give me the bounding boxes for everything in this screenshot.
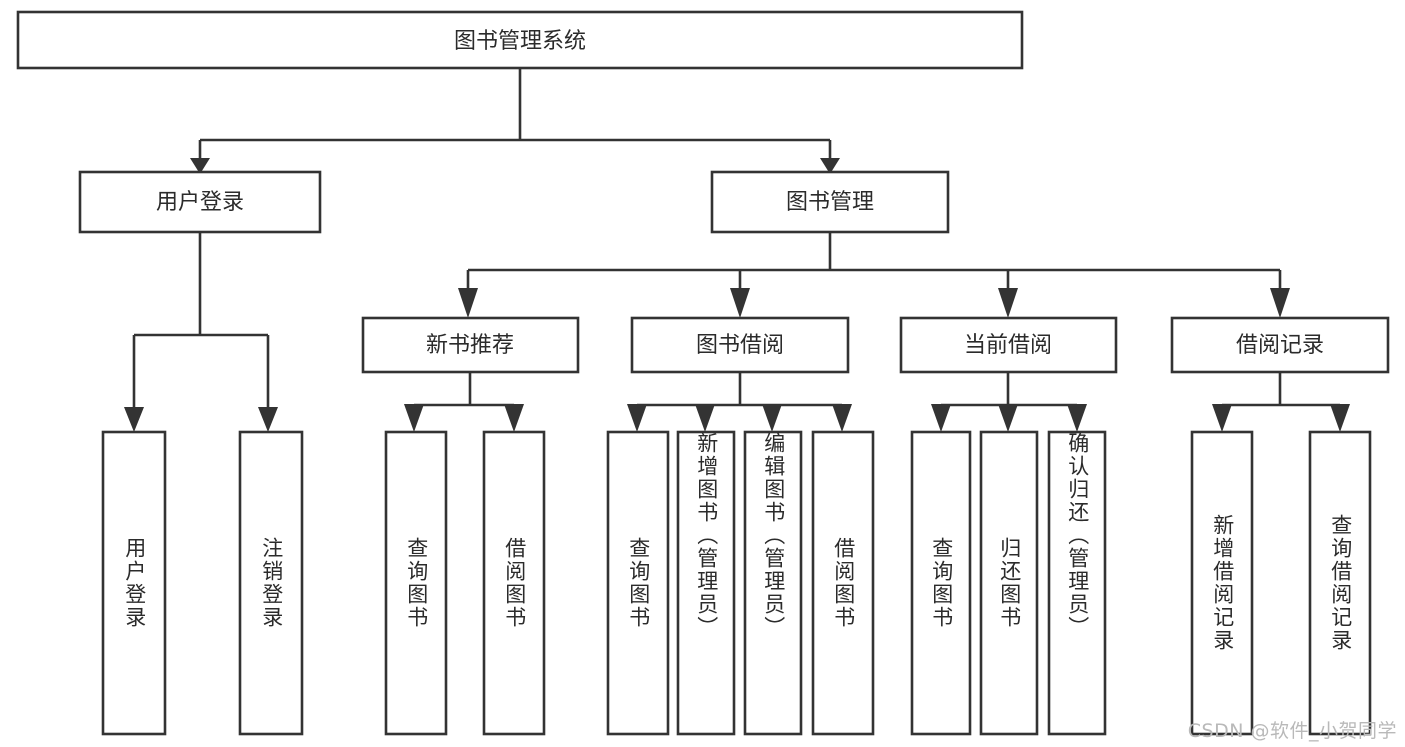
arrow-record-leaf-2 bbox=[1330, 404, 1350, 432]
leaf-box-return-book[interactable] bbox=[979, 430, 1039, 736]
level3-label-new-book-recommendation: 新书推荐 bbox=[426, 333, 514, 358]
leaf-box-query-borrow-record[interactable] bbox=[1308, 430, 1372, 736]
arrow-bookmgmt-child-4 bbox=[1270, 288, 1290, 318]
leaf-box-query-book-newbook[interactable] bbox=[384, 430, 448, 736]
node-root-book-management-system[interactable] bbox=[16, 10, 1024, 70]
arrow-login-leaf-2 bbox=[258, 407, 278, 432]
root-label: 图书管理系统 bbox=[454, 29, 586, 54]
level2-label-user-login: 用户登录 bbox=[156, 190, 244, 215]
node-borrow-record[interactable] bbox=[1170, 316, 1390, 374]
leaf-box-add-book-admin[interactable] bbox=[676, 430, 736, 736]
level3-label-borrow-record: 借阅记录 bbox=[1236, 333, 1324, 358]
level3-label-book-borrow: 图书借阅 bbox=[696, 333, 784, 358]
arrow-bookmgmt-child-1 bbox=[458, 288, 478, 318]
level3-label-current-borrow: 当前借阅 bbox=[964, 333, 1052, 358]
leaf-box-query-book-borrow[interactable] bbox=[606, 430, 670, 736]
arrow-current-leaf-2 bbox=[998, 404, 1018, 432]
arrow-borrow-leaf-2 bbox=[695, 404, 715, 432]
leaf-box-edit-book-admin[interactable] bbox=[743, 430, 803, 736]
arrow-current-leaf-1 bbox=[931, 404, 951, 432]
arrow-newbook-leaf-2 bbox=[504, 404, 524, 432]
arrow-bookmgmt-child-3 bbox=[998, 288, 1018, 318]
arrow-borrow-leaf-3 bbox=[762, 404, 782, 432]
connector-layer bbox=[124, 68, 1350, 432]
leaf-layer bbox=[101, 430, 1372, 736]
node-layer bbox=[16, 10, 1390, 374]
leaf-box-confirm-return-admin[interactable] bbox=[1047, 430, 1107, 736]
leaf-box-borrow-book-borrow[interactable] bbox=[811, 430, 875, 736]
arrow-newbook-leaf-1 bbox=[404, 404, 424, 432]
level2-label-book-management: 图书管理 bbox=[786, 190, 874, 215]
leaf-box-user-login[interactable] bbox=[101, 430, 167, 736]
arrow-borrow-leaf-4 bbox=[832, 404, 852, 432]
arrow-bookmgmt-child-2 bbox=[730, 288, 750, 318]
arrow-root-to-login bbox=[190, 158, 210, 174]
arrow-record-leaf-1 bbox=[1212, 404, 1232, 432]
label-layer: 图书管理系统 用户登录 图书管理 新书推荐 图书借阅 当前借阅 借阅记录 bbox=[156, 29, 1324, 358]
node-current-borrow[interactable] bbox=[899, 316, 1118, 374]
leaf-box-add-borrow-record[interactable] bbox=[1190, 430, 1254, 736]
arrow-borrow-leaf-1 bbox=[627, 404, 647, 432]
leaf-box-logout[interactable] bbox=[238, 430, 304, 736]
arrow-login-leaf-1 bbox=[124, 407, 144, 432]
watermark-text: CSDN @软件_小贺同学 bbox=[1187, 720, 1397, 742]
leaf-box-borrow-book-newbook[interactable] bbox=[482, 430, 546, 736]
node-user-login[interactable] bbox=[78, 170, 322, 234]
arrow-root-to-bookmgmt bbox=[820, 158, 840, 174]
node-book-borrow[interactable] bbox=[630, 316, 850, 374]
node-new-book-recommendation[interactable] bbox=[361, 316, 580, 374]
node-book-management[interactable] bbox=[710, 170, 950, 234]
leaf-box-query-book-current[interactable] bbox=[910, 430, 972, 736]
arrow-current-leaf-3 bbox=[1067, 404, 1087, 432]
